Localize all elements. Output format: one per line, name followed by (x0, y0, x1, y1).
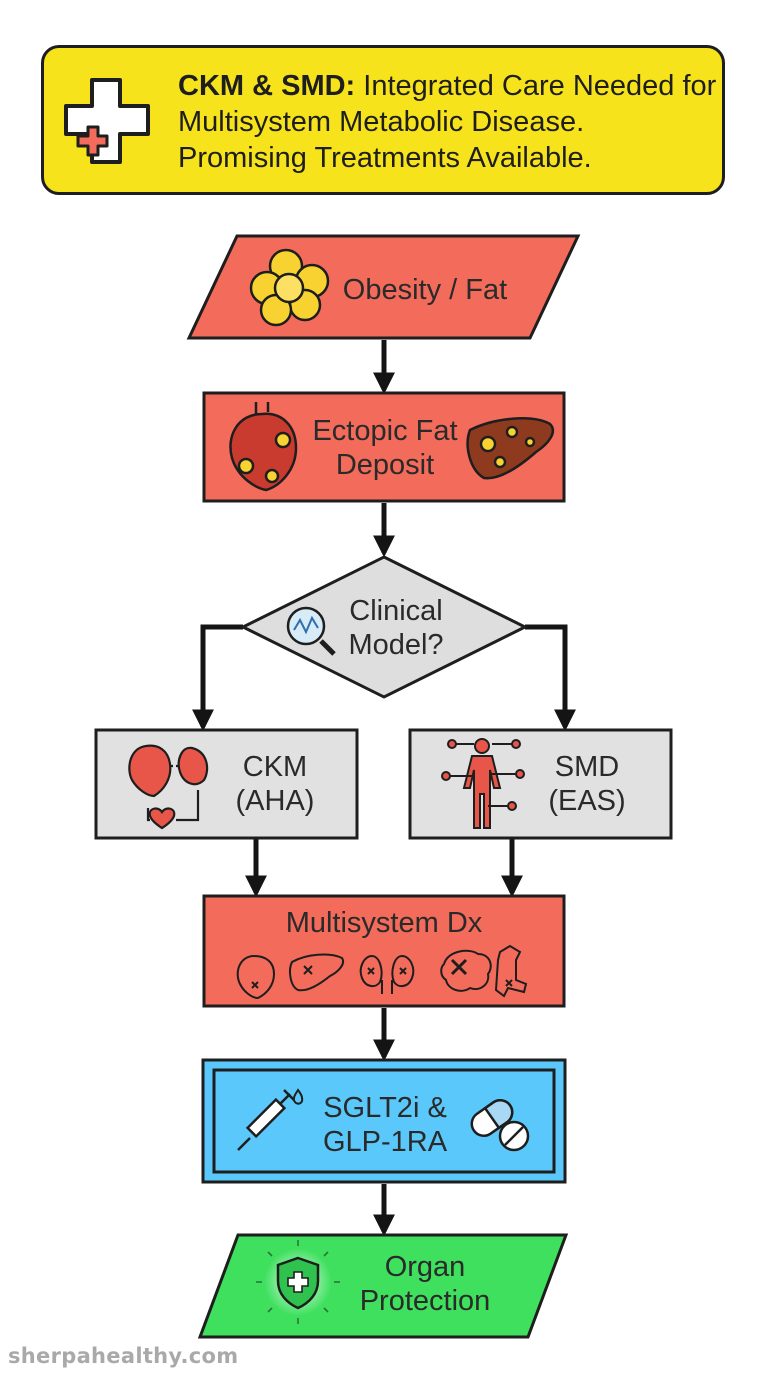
connector-decision-smd (525, 624, 577, 732)
header-title-rest: Integrated Care Needed for Multisystem M… (178, 70, 717, 174)
fat-cells-icon (249, 248, 330, 327)
pills-icon (470, 1099, 530, 1152)
connector-decision-ckm (191, 624, 243, 732)
node-label-smd: SMD (EAS) (548, 751, 626, 817)
node-label-clinical-model: Clinical Model? (348, 595, 444, 661)
node-label-obesity: Obesity / Fat (342, 274, 508, 306)
header-title-bold: CKM & SMD: (178, 70, 356, 102)
heart-kidney-icon (128, 744, 209, 830)
node-label-organ-protection: Organ Protection (359, 1251, 491, 1317)
damaged-organs-icon (236, 944, 528, 1000)
node-label-treatment: SGLT2i & GLP-1RA (322, 1092, 448, 1158)
node-clinical-model-decision (239, 555, 529, 699)
body-organs-icon (441, 738, 525, 829)
header-title: CKM & SMD: Integrated Care Needed for Mu… (178, 68, 718, 176)
watermark: sherpahealthy.com (8, 1344, 239, 1368)
shield-cross-icon (256, 1240, 340, 1324)
node-label-multisystem-dx: Multisystem Dx (285, 907, 483, 939)
node-treatment-inner-border (212, 1068, 556, 1174)
magnifier-chart-icon (286, 606, 336, 656)
node-label-ectopic-fat: Ectopic Fat Deposit (312, 415, 458, 481)
node-multisystem-dx (202, 894, 566, 1008)
node-label-ckm: CKM (AHA) (235, 751, 315, 817)
heart-fat-icon (229, 402, 298, 492)
header-banner (41, 45, 725, 195)
syringe-icon (237, 1088, 304, 1151)
liver-fat-icon (466, 417, 555, 480)
connectors (191, 340, 577, 1237)
medical-cross-icon (64, 78, 150, 164)
